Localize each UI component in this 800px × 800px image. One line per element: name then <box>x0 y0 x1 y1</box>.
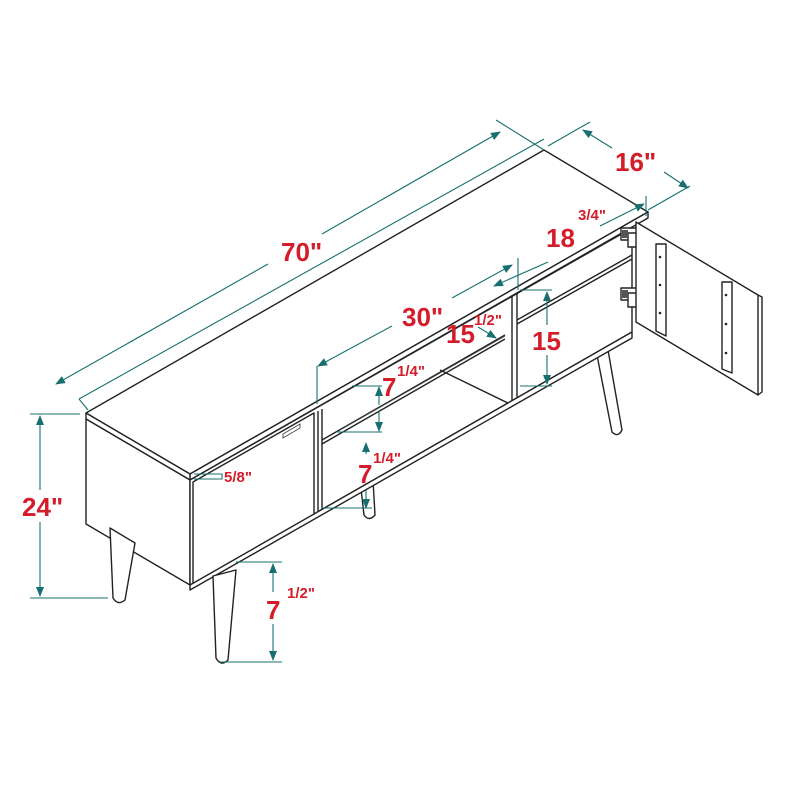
label-leg-height: 7 <box>266 595 280 625</box>
label-cabinet-width-fraction: 3/4" <box>578 207 606 224</box>
label-upper-opening: 7 <box>382 372 396 402</box>
right-door-open <box>635 221 759 396</box>
door-batten-right <box>721 281 733 374</box>
dimension-labels: 70" 16" 18 3/4" 30" 15 1/2" 15 7 1/4" 7 … <box>22 147 656 625</box>
label-overall-height: 24" <box>22 492 63 522</box>
label-cabinet-height: 15 <box>532 326 561 356</box>
door-batten-left <box>655 243 667 337</box>
label-shelf-depth: 15 <box>446 319 475 349</box>
dimension-lines <box>30 119 691 663</box>
label-shelf-width: 30" <box>402 302 443 332</box>
label-top-thickness: 5/8" <box>224 469 252 486</box>
label-shelf-depth-fraction: 1/2" <box>474 312 502 329</box>
label-cabinet-width: 18 <box>546 223 575 253</box>
label-upper-opening-fraction: 1/4" <box>397 363 425 380</box>
back-leg-right <box>595 349 623 436</box>
front-leg-center <box>212 569 237 664</box>
tv-stand-drawing <box>85 149 763 664</box>
label-lower-opening: 7 <box>358 459 372 489</box>
label-leg-height-fraction: 1/2" <box>287 585 315 602</box>
label-depth: 16" <box>615 147 656 177</box>
label-lower-opening-fraction: 1/4" <box>373 450 401 467</box>
label-overall-width: 70" <box>281 237 322 267</box>
front-leg-left <box>109 527 136 604</box>
